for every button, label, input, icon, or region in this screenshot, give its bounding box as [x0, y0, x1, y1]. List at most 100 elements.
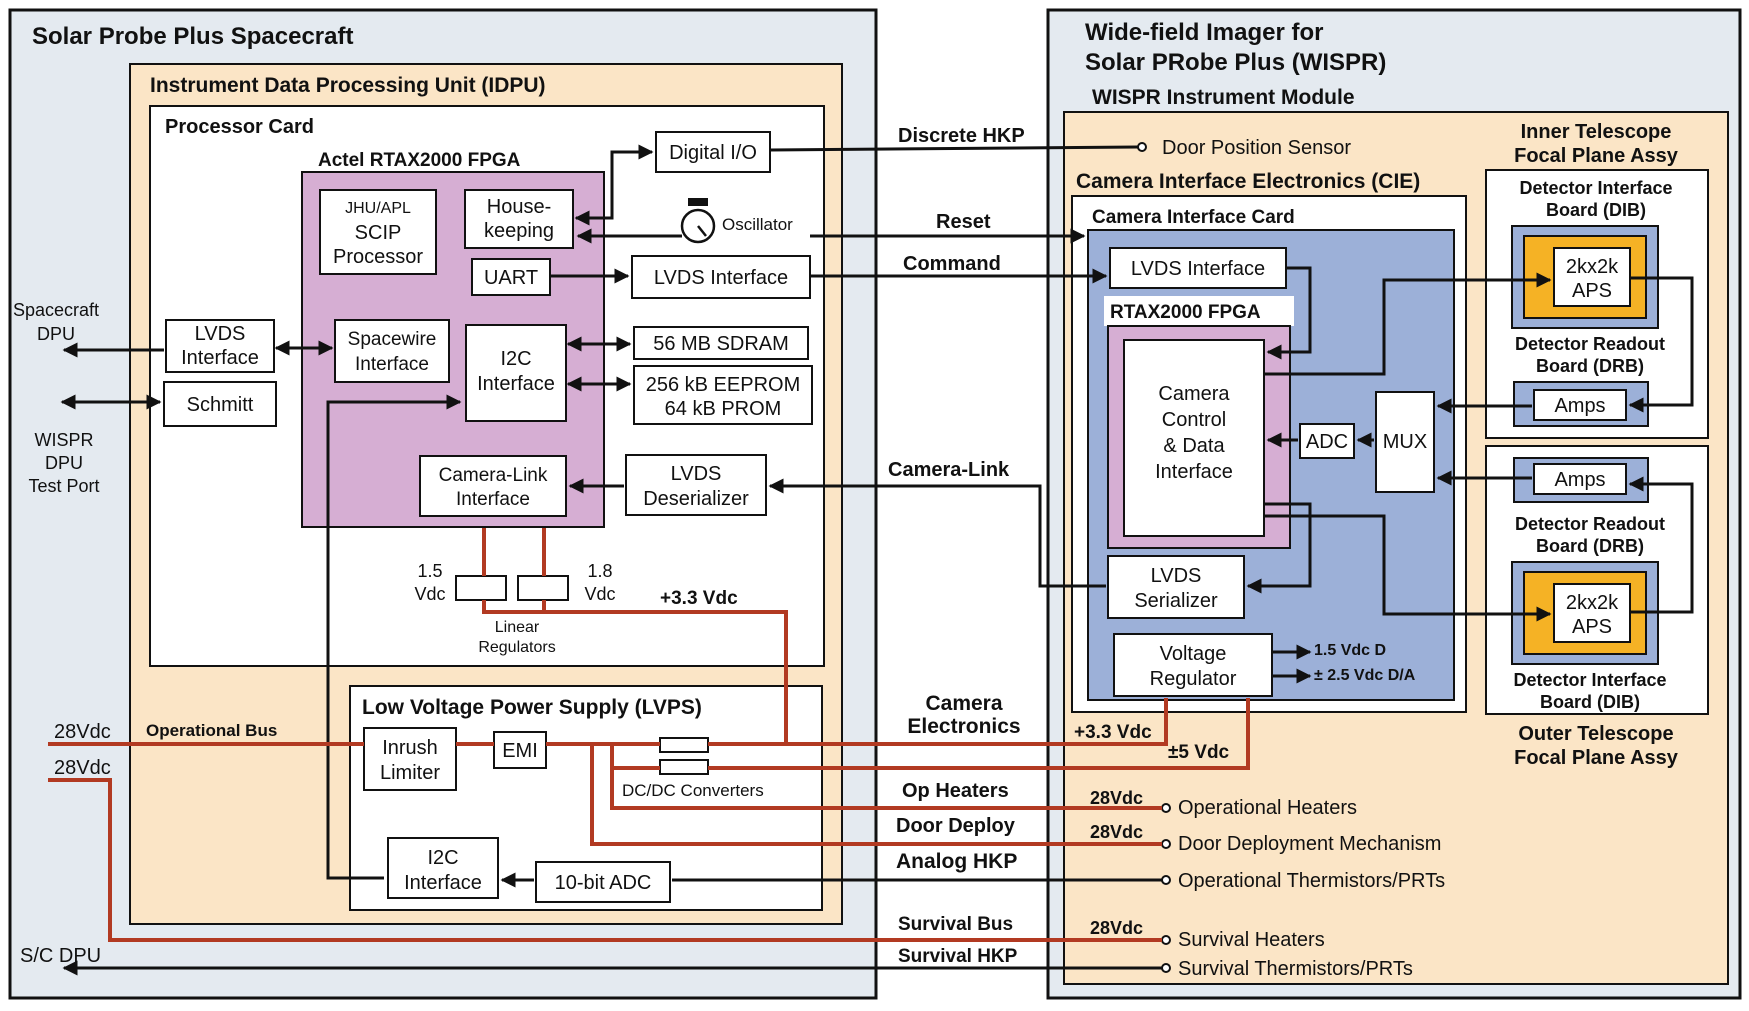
wispr-module-title: WISPR Instrument Module	[1092, 86, 1355, 109]
i2c-fpga-box	[465, 324, 567, 422]
rtax-label: RTAX2000 FPGA	[1110, 302, 1261, 323]
regulator-1-8-box	[517, 575, 569, 601]
camera-link-label: Camera-Link	[888, 459, 1010, 481]
command-label: Command	[903, 253, 1001, 275]
outer-amps-box	[1533, 463, 1627, 495]
inrush-line1: Inrush	[382, 737, 438, 759]
scip-line1: JHU/APL	[345, 200, 411, 217]
camera-control-box	[1123, 339, 1265, 537]
inrush-line2: Limiter	[380, 762, 440, 784]
outer-title-line1: Outer Telescope	[1518, 723, 1673, 745]
wispr-dpu-line2: DPU	[45, 453, 83, 473]
wispr-dpu-line1: WISPR	[34, 430, 93, 450]
spacecraft-dpu-line1: Spacecraft	[13, 300, 99, 320]
v28-surv-label: 28Vdc	[54, 757, 111, 779]
outer-drb-line2: Board (DRB)	[1536, 536, 1644, 556]
spacewire-box	[334, 319, 450, 383]
sc-dpu-bottom-label: S/C DPU	[20, 945, 101, 967]
door-mech-terminal	[1161, 839, 1171, 849]
oscillator-label: Oscillator	[722, 215, 793, 234]
v28-b-label: 28Vdc	[1090, 822, 1143, 842]
inner-drb-line1: Detector Readout	[1515, 334, 1665, 354]
camera-electronics-line1: Camera	[925, 692, 1002, 715]
vreg-line1: Voltage	[1160, 643, 1227, 665]
eeprom-line1: 256 kB EEPROM	[646, 374, 801, 396]
dcdc-converter-1-box	[659, 737, 709, 753]
outer-dib-line2: Board (DIB)	[1540, 692, 1640, 712]
op-heaters-label: Op Heaters	[902, 780, 1009, 802]
spacecraft-title: Solar Probe Plus Spacecraft	[32, 23, 353, 50]
outer-drb-line1: Detector Readout	[1515, 514, 1665, 534]
oscillator-icon	[680, 198, 716, 244]
outer-title-line2: Focal Plane Assy	[1514, 747, 1679, 769]
mux-label: MUX	[1383, 431, 1427, 453]
eeprom-line2: 64 kB PROM	[665, 398, 782, 420]
wispr-adc-label: ADC	[1306, 431, 1348, 453]
wispr-dpu-line3: Test Port	[28, 476, 99, 496]
v28-op-label: 28Vdc	[54, 721, 111, 743]
scip-processor-box	[319, 189, 437, 275]
inner-amps-label: Amps	[1554, 395, 1605, 417]
lvds-left-box	[165, 319, 275, 373]
lvds-interface-label: LVDS Interface	[654, 267, 788, 289]
door-sensor-label: Door Position Sensor	[1162, 137, 1351, 159]
inner-aps-line2: APS	[1572, 280, 1612, 302]
vreg-line2: Regulator	[1150, 668, 1237, 690]
camera-link-if-line1: Camera-Link	[439, 465, 548, 486]
scip-line3: Processor	[333, 246, 423, 268]
i2c-fpga-line2: Interface	[477, 373, 555, 395]
spacewire-line1: Spacewire	[348, 329, 437, 350]
surv-therm-terminal	[1161, 963, 1171, 973]
lvds-deserializer-box	[625, 454, 767, 516]
lvds-ser-line2: Serializer	[1134, 590, 1218, 612]
wispr-title-line2: Solar PRobe Plus (WISPR)	[1085, 49, 1386, 76]
emi-label: EMI	[502, 740, 538, 762]
inner-drb-line2: Board (DRB)	[1536, 356, 1644, 376]
reset-label: Reset	[936, 211, 991, 233]
camera-link-if-line2: Interface	[456, 489, 530, 510]
mux-box	[1375, 391, 1435, 493]
lvds-deser-line2: Deserializer	[643, 488, 749, 510]
inner-aps-line1: 2kx2k	[1566, 256, 1619, 278]
voltage-regulator-box	[1113, 633, 1273, 697]
inner-title-line2: Focal Plane Assy	[1514, 145, 1679, 167]
survival-bus-label: Survival Bus	[898, 914, 1013, 935]
v15-line2: Vdc	[414, 584, 445, 604]
uart-label: UART	[484, 267, 538, 289]
housekeeping-line1: House-	[487, 196, 551, 218]
door-mech-desc: Door Deployment Mechanism	[1178, 833, 1441, 855]
cam-ctrl-line2: Control	[1162, 409, 1226, 431]
adc-10bit-box	[535, 861, 671, 903]
v18-line2: Vdc	[584, 584, 615, 604]
lvds-left-line2: Interface	[181, 347, 259, 369]
rtax-label-bg	[1104, 296, 1294, 326]
eeprom-box	[633, 365, 813, 425]
processor-card-title: Processor Card	[165, 116, 314, 138]
v15-line1: 1.5	[417, 561, 442, 581]
v28-c-label: 28Vdc	[1090, 918, 1143, 938]
digital-io-box	[655, 131, 771, 173]
lvds-interface-box	[631, 255, 811, 299]
dcdc-label: DC/DC Converters	[622, 781, 764, 800]
housekeeping-box	[464, 189, 574, 249]
camera-electronics-line2: Electronics	[907, 715, 1020, 738]
fpga-title: Actel RTAX2000 FPGA	[318, 150, 521, 171]
cam-ctrl-line4: Interface	[1155, 461, 1233, 483]
spacewire-line2: Interface	[355, 354, 429, 375]
v25da-label: ± 2.5 Vdc D/A	[1314, 667, 1416, 684]
emi-box	[493, 731, 547, 769]
uart-box	[471, 258, 551, 296]
camera-interface-card-label: Camera Interface Card	[1092, 207, 1295, 228]
survival-hkp-label: Survival HKP	[898, 946, 1018, 967]
regulator-1-5-box	[455, 575, 507, 601]
op-heaters-terminal	[1161, 803, 1171, 813]
operational-bus-label: Operational Bus	[146, 721, 277, 740]
surv-heaters-desc: Survival Heaters	[1178, 929, 1325, 951]
outer-aps-line1: 2kx2k	[1566, 592, 1619, 614]
door-sensor-terminal	[1137, 142, 1147, 152]
wispr-title-line1: Wide-field Imager for	[1085, 19, 1323, 46]
adc-10bit-label: 10-bit ADC	[555, 872, 652, 894]
scip-line2: SCIP	[355, 222, 402, 244]
schmitt-label: Schmitt	[187, 394, 254, 416]
